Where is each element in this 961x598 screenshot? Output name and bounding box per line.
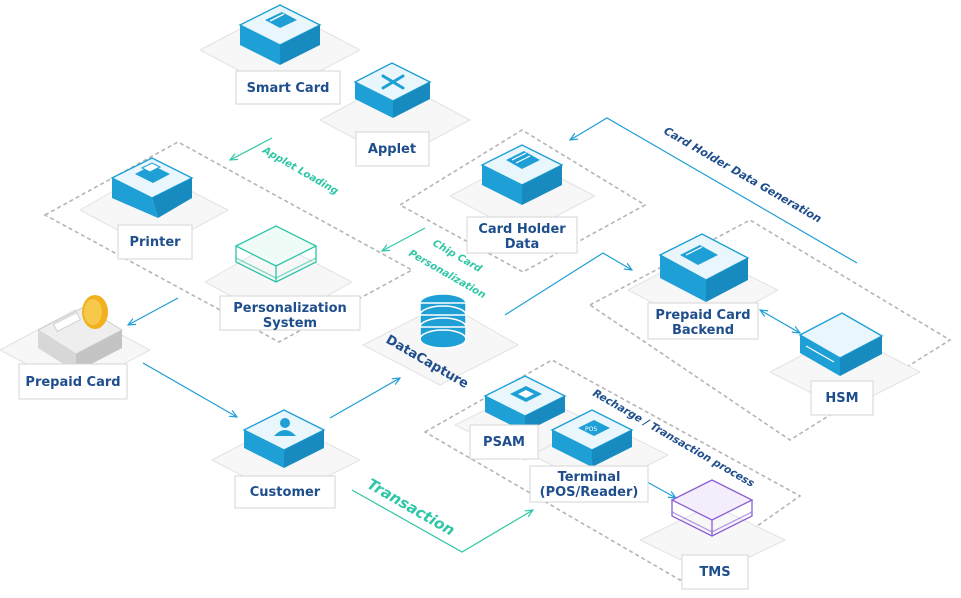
group-personalization xyxy=(43,141,414,343)
svg-text:Prepaid Card: Prepaid Card xyxy=(655,308,750,323)
prepaid-card-device xyxy=(36,295,124,372)
svg-text:HSM: HSM xyxy=(825,391,858,406)
svg-text:Data: Data xyxy=(505,237,540,252)
svg-text:Backend: Backend xyxy=(672,323,734,338)
arrow-personalization-to-card xyxy=(128,297,179,325)
printer-box xyxy=(110,157,194,218)
backend-box xyxy=(658,233,750,302)
tms-box xyxy=(670,479,754,537)
flow-applet-loading: Applet Loading xyxy=(260,145,340,198)
label-personalization-system: Personalization System xyxy=(219,295,361,331)
printer-icon xyxy=(135,162,170,183)
database-icon xyxy=(419,293,467,349)
arrow-card-holder-generation xyxy=(570,117,858,264)
group-transaction xyxy=(423,359,802,581)
group-card-holder-data xyxy=(398,129,647,273)
svg-text:PSAM: PSAM xyxy=(483,435,525,450)
flow-card-holder-generation: Card Holder Data Generation xyxy=(662,124,824,225)
svg-text:Applet: Applet xyxy=(368,142,416,157)
coin-icon xyxy=(82,295,108,329)
label-terminal: Terminal (POS/Reader) xyxy=(529,465,649,503)
psam-box xyxy=(483,375,567,432)
svg-text:POS: POS xyxy=(585,426,597,433)
group-backend xyxy=(588,219,952,441)
label-psam: PSAM xyxy=(469,424,539,460)
arrow-card-to-customer xyxy=(142,362,237,417)
label-printer: Printer xyxy=(117,224,193,260)
document-icon xyxy=(506,151,540,169)
floor-tiles xyxy=(0,7,922,576)
pos-terminal-icon: POS xyxy=(578,420,610,436)
label-customer: Customer xyxy=(234,475,336,509)
tools-icon xyxy=(381,74,405,90)
person-icon xyxy=(274,418,296,436)
svg-text:Terminal: Terminal xyxy=(558,470,621,485)
customer-box xyxy=(242,409,326,468)
flow-transaction: Transaction xyxy=(364,475,458,540)
label-smart-card: Smart Card xyxy=(235,70,341,105)
sim-card-icon xyxy=(510,386,542,402)
svg-text:Smart Card: Smart Card xyxy=(247,81,330,96)
svg-text:TMS: TMS xyxy=(699,565,730,580)
label-tms: TMS xyxy=(681,554,749,590)
hsm-box xyxy=(798,312,884,376)
arrow-transaction xyxy=(351,489,533,553)
label-card-holder-data: Card Holder Data xyxy=(466,216,578,254)
arrow-datacapture-to-backend xyxy=(504,252,632,316)
card-icon xyxy=(265,12,297,28)
server-icon xyxy=(680,245,718,265)
label-prepaid-card: Prepaid Card xyxy=(18,363,128,400)
applet-box xyxy=(353,62,432,118)
svg-text:Customer: Customer xyxy=(250,485,321,500)
arrow-backend-hsm xyxy=(760,310,800,333)
svg-text:System: System xyxy=(263,316,317,331)
arrow-chip-personalization xyxy=(382,227,426,251)
label-applet: Applet xyxy=(355,131,430,167)
arrow-applet-loading xyxy=(230,137,273,160)
connections xyxy=(128,117,858,553)
svg-text:Card Holder: Card Holder xyxy=(478,222,566,237)
personalization-system-box xyxy=(234,225,318,283)
arrow-customer-to-datacapture xyxy=(329,378,400,419)
label-prepaid-card-backend: Prepaid Card Backend xyxy=(647,302,759,340)
svg-text:(POS/Reader): (POS/Reader) xyxy=(540,485,639,500)
label-hsm: HSM xyxy=(810,380,874,416)
svg-text:Printer: Printer xyxy=(129,235,181,250)
svg-text:Personalization: Personalization xyxy=(233,301,347,316)
svg-text:Prepaid Card: Prepaid Card xyxy=(25,375,120,390)
smart-card-box xyxy=(238,4,322,65)
card-holder-data-box xyxy=(480,144,564,205)
node-labels: Smart Card Applet Printer Personalizatio… xyxy=(18,70,874,590)
terminal-box: POS xyxy=(550,409,634,467)
